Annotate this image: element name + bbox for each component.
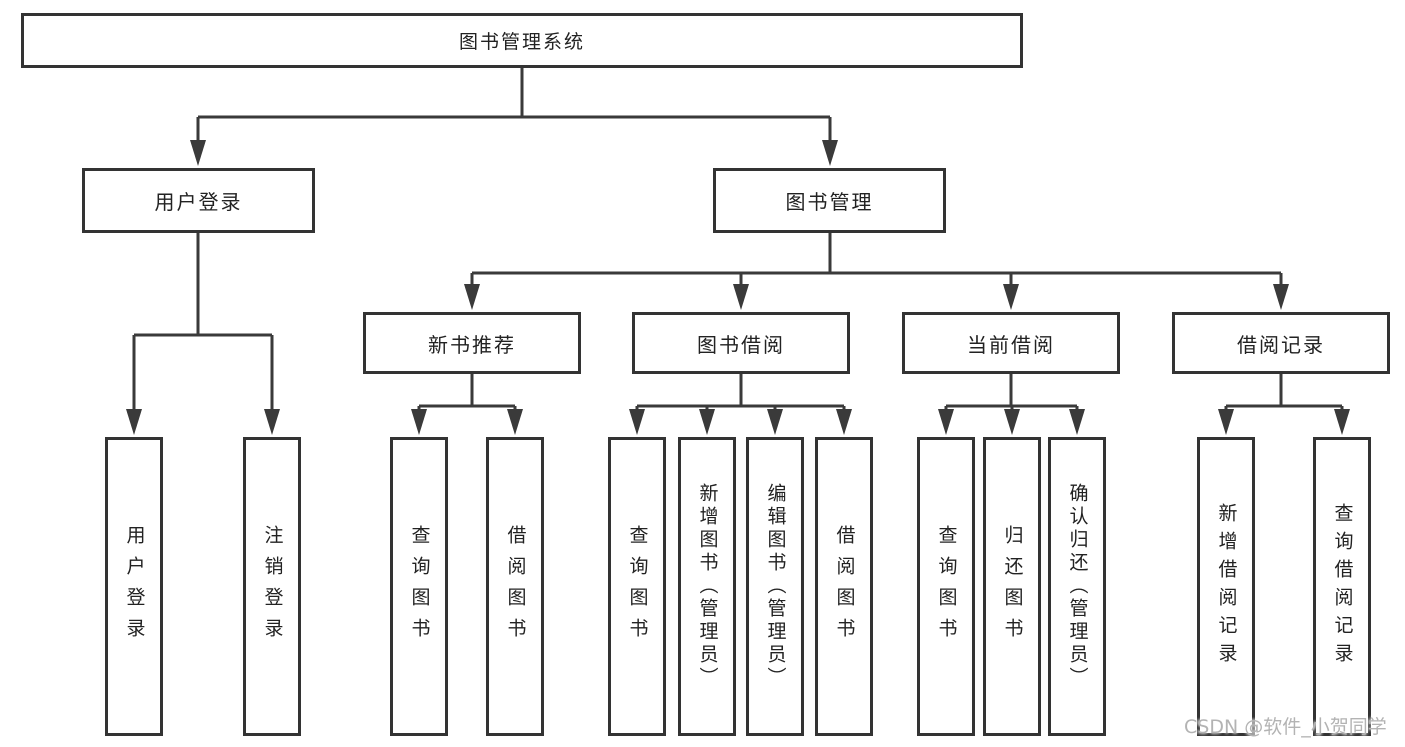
node-user-login-label: 用户登录	[154, 190, 243, 214]
arrowhead	[1273, 284, 1289, 310]
leaf-bookborrow-borrow-books: 借阅图书	[815, 437, 873, 736]
leaf-currentborrow-query-books: 查询图书	[917, 437, 975, 736]
node-current-borrow: 当前借阅	[902, 312, 1120, 374]
leaf-newbooks-query-books: 查询图书	[390, 437, 448, 736]
arrowhead	[1218, 409, 1234, 435]
arrowhead	[938, 409, 954, 435]
leaf-add-books-admin: 新增图书（管理员）	[678, 437, 736, 736]
connector-bookborrow-to-leaves	[635, 374, 846, 411]
leaf-return-books: 归还图书	[983, 437, 1041, 736]
leaf-bookborrow-borrow-books-label: 借阅图书	[833, 524, 856, 649]
arrowhead	[767, 409, 783, 435]
arrowhead	[822, 140, 838, 166]
node-root-system: 图书管理系统	[21, 13, 1023, 68]
arrowhead	[1069, 409, 1085, 435]
arrowhead	[190, 140, 206, 166]
leaf-add-books-admin-label: 新增图书（管理员）	[696, 483, 719, 690]
arrowhead	[264, 409, 280, 435]
leaf-confirm-return-admin-label: 确认归还（管理员）	[1066, 483, 1089, 690]
node-book-management: 图书管理	[713, 168, 946, 233]
connector-borrowrecords-to-leaves	[1224, 374, 1344, 411]
leaf-return-books-label: 归还图书	[1001, 524, 1024, 649]
leaf-add-borrow-record: 新增借阅记录	[1197, 437, 1255, 736]
arrowhead	[1003, 284, 1019, 310]
connector-bookmgmt-to-level3	[470, 233, 1283, 286]
arrowhead	[733, 284, 749, 310]
node-user-login: 用户登录	[82, 168, 315, 233]
leaf-user-login-label: 用户登录	[123, 524, 146, 649]
node-new-book-recommend-label: 新书推荐	[428, 332, 516, 357]
node-book-borrow: 图书借阅	[632, 312, 850, 374]
leaf-newbooks-query-books-label: 查询图书	[408, 524, 431, 649]
leaf-bookborrow-query-books: 查询图书	[608, 437, 666, 736]
connector-currentborrow-to-leaves	[944, 374, 1079, 411]
arrowhead	[836, 409, 852, 435]
leaf-query-borrow-record: 查询借阅记录	[1313, 437, 1371, 736]
node-root-label: 图书管理系统	[458, 31, 585, 53]
arrowhead	[699, 409, 715, 435]
leaf-currentborrow-query-books-label: 查询图书	[935, 524, 958, 649]
node-borrow-records: 借阅记录	[1172, 312, 1390, 374]
arrowhead	[1334, 409, 1350, 435]
leaf-confirm-return-admin: 确认归还（管理员）	[1048, 437, 1106, 736]
arrowheads	[126, 140, 1350, 435]
leaf-add-borrow-record-label: 新增借阅记录	[1215, 502, 1238, 671]
arrowhead	[464, 284, 480, 310]
connector-userlogin-to-leaves	[132, 233, 274, 411]
node-book-management-label: 图书管理	[785, 190, 874, 214]
leaf-user-login: 用户登录	[105, 437, 163, 736]
leaf-bookborrow-query-books-label: 查询图书	[626, 524, 649, 649]
leaf-newbooks-borrow-books-label: 借阅图书	[504, 524, 527, 649]
leaf-query-borrow-record-label: 查询借阅记录	[1331, 502, 1354, 671]
csdn-watermark: CSDN @软件_小贺同学	[1184, 716, 1387, 738]
leaf-logout-label: 注销登录	[261, 524, 284, 649]
leaf-logout: 注销登录	[243, 437, 301, 736]
node-new-book-recommend: 新书推荐	[363, 312, 581, 374]
connector-newbooks-to-leaves	[417, 374, 517, 411]
node-book-borrow-label: 图书借阅	[697, 332, 785, 357]
node-borrow-records-label: 借阅记录	[1237, 332, 1325, 357]
arrowhead	[411, 409, 427, 435]
connector-root-to-level2	[196, 68, 832, 142]
arrowhead	[126, 409, 142, 435]
leaf-edit-books-admin-label: 编辑图书（管理员）	[764, 483, 787, 690]
leaf-edit-books-admin: 编辑图书（管理员）	[746, 437, 804, 736]
node-current-borrow-label: 当前借阅	[967, 332, 1055, 357]
arrowhead	[507, 409, 523, 435]
arrowhead	[629, 409, 645, 435]
arrowhead	[1004, 409, 1020, 435]
leaf-newbooks-borrow-books: 借阅图书	[486, 437, 544, 736]
